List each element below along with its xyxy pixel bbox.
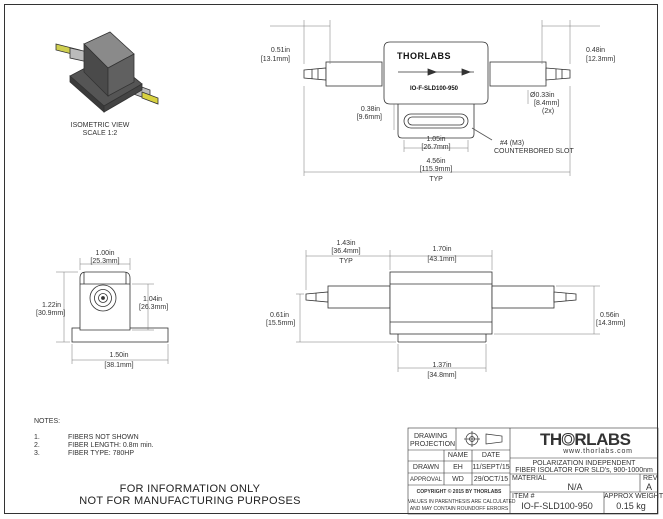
material-value: N/A: [567, 482, 583, 492]
notes: NOTES: 1. FIBERS NOT SHOWN 2. FIBER LENGTH…: [34, 418, 154, 458]
projection-label-2: PROJECTION: [410, 441, 456, 448]
end-dim-base-in: 1.50in: [109, 352, 129, 359]
end-view: [71, 271, 169, 343]
values-note-1: VALUES IN PARENTHESIS ARE CALCULATED: [408, 499, 516, 505]
dim-total-note: TYP: [429, 176, 443, 183]
approval-label: APPROVAL: [410, 477, 442, 483]
dim-total-mm: [115.9mm]: [419, 166, 453, 173]
iso-view-scale: SCALE 1:2: [82, 130, 118, 137]
note-num: 1.: [34, 434, 40, 441]
col-date: DATE: [481, 452, 501, 459]
approval-name: WD: [452, 476, 464, 483]
description-2: FIBER ISOLATOR FOR SLD's, 900-1000nm: [515, 467, 653, 474]
iso-view-label: ISOMETRIC VIEW: [70, 122, 130, 129]
end-dim-h2-in: 1.04in: [143, 296, 163, 303]
dim-slot-h-in: 0.38in: [360, 106, 380, 113]
end-dim-w-mm: [25.3mm]: [90, 258, 120, 265]
description-1: POLARIZATION INDEPENDENT: [532, 460, 636, 467]
drawn-name: EH: [453, 464, 463, 471]
slot-note-1: #4 (M3): [500, 140, 525, 147]
note-item: 2. FIBER LENGTH: 0.8m min.: [34, 442, 154, 450]
end-dim-h2-mm: [26.3mm]: [139, 304, 169, 311]
dim-left-in: 0.51in: [270, 47, 290, 54]
dim-left-mm: [13.1mm]: [260, 56, 290, 63]
rev-value: A: [645, 482, 652, 492]
side-dim-a-note: TYP: [339, 258, 353, 265]
dim-dia-mm: [8.4mm]: [534, 100, 560, 107]
side-dim-e-mm: [34.8mm]: [427, 372, 457, 379]
copyright: COPYRIGHT © 2015 BY THORLABS: [416, 489, 502, 495]
projection-label-1: DRAWING: [414, 433, 448, 440]
website: www.thorlabs.com: [563, 448, 633, 455]
isometric-view: [55, 31, 159, 113]
thorlabs-logo: THORLABS: [540, 430, 631, 450]
title-block-grid: [407, 427, 659, 515]
weight-value: 0.15 kg: [616, 501, 646, 511]
note-text: FIBER LENGTH: 0.8m min.: [68, 442, 154, 449]
side-dim-d-mm: [14.3mm]: [596, 320, 626, 327]
notes-heading: NOTES:: [34, 418, 61, 425]
drawing-sheet: [4, 4, 658, 514]
side-dim-a-mm: [36.4mm]: [331, 248, 361, 255]
note-item: 1. FIBERS NOT SHOWN: [34, 434, 154, 442]
approval-date: 29/OCT/15: [473, 476, 509, 483]
dim-total-in: 4.56in: [426, 158, 446, 165]
drawn-date: 11/SEPT/15: [472, 464, 510, 471]
disclaimer-line-2: NOT FOR MANUFACTURING PURPOSES: [79, 495, 301, 507]
end-dim-base-mm: [38.1mm]: [104, 362, 134, 369]
dim-dia-qty: (2x): [542, 108, 555, 115]
disclaimer-line-1: FOR INFORMATION ONLY: [119, 483, 261, 495]
note-num: 3.: [34, 450, 40, 457]
top-view: [303, 41, 571, 141]
dim-right-in: 0.48in: [586, 47, 606, 54]
dim-slot-w-in: 1.05in: [426, 136, 446, 143]
side-view-dimensions: [296, 250, 600, 372]
dim-dia-in: Ø0.33in: [530, 92, 555, 99]
body-logo: THORLABS: [397, 51, 451, 61]
projection-symbol: [464, 431, 503, 447]
material-label: MATERIAL: [512, 475, 547, 482]
note-item: 3. FIBER TYPE: 780HP: [34, 450, 154, 458]
weight-label: APPROX WEIGHT: [604, 493, 663, 500]
note-text: FIBER TYPE: 780HP: [68, 450, 135, 457]
disclaimer: FOR INFORMATION ONLY NOT FOR MANUFACTURI…: [60, 483, 320, 507]
note-text: FIBERS NOT SHOWN: [68, 434, 139, 441]
side-dim-d-in: 0.56in: [600, 312, 620, 319]
dim-slot-h-mm: [9.6mm]: [356, 114, 382, 121]
side-dim-c-mm: [15.5mm]: [266, 320, 296, 327]
values-note-2: AND MAY CONTAIN ROUNDOFF ERRORS: [409, 506, 509, 512]
side-dim-a-in: 1.43in: [336, 240, 356, 247]
side-dim-c-in: 0.61in: [270, 312, 290, 319]
side-dim-e-in: 1.37in: [432, 362, 452, 369]
col-name: NAME: [447, 452, 469, 459]
end-view-dimensions: [56, 258, 169, 364]
end-dim-h-mm: [30.9mm]: [36, 310, 66, 317]
side-dim-b-mm: [43.1mm]: [427, 256, 457, 263]
dim-right-mm: [12.3mm]: [586, 56, 616, 63]
top-view-dimensions: [270, 20, 600, 176]
end-dim-w-in: 1.00in: [95, 250, 115, 257]
slot-note-2: COUNTERBORED SLOT: [494, 148, 574, 155]
dim-slot-w-mm: [26.7mm]: [421, 144, 451, 151]
body-part-label: IO-F-SLD100-950: [410, 86, 459, 92]
rev-label: REV: [643, 475, 658, 482]
end-dim-h-in: 1.22in: [42, 302, 62, 309]
item-value: IO-F-SLD100-950: [521, 501, 593, 511]
side-view: [305, 271, 577, 343]
note-num: 2.: [34, 442, 40, 449]
item-label: ITEM #: [512, 493, 535, 500]
side-dim-b-in: 1.70in: [432, 246, 452, 253]
drawn-label: DRAWN: [412, 464, 440, 471]
